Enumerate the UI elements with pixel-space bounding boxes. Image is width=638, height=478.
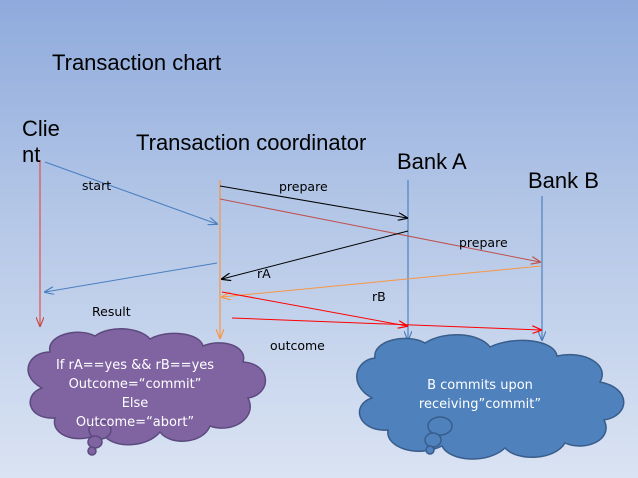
prepare-a-label: prepare: [279, 179, 328, 194]
rb-arrow: [222, 265, 542, 297]
rb-label: rB: [372, 289, 386, 304]
prepare-a-arrow: [219, 185, 407, 218]
logic-line-abort: Outcome=“abort”: [75, 415, 195, 430]
prepare-b-label: prepare: [459, 235, 508, 250]
coordinator-logic-cloud: [27, 328, 267, 456]
outcome-label: outcome: [270, 338, 325, 353]
bank-b-logic-line-1: B commits upon: [427, 378, 533, 393]
slide-title: Transaction chart: [52, 50, 222, 75]
logic-line-else: Else: [121, 396, 149, 411]
result-label: Result: [92, 304, 131, 319]
start-label: start: [82, 178, 112, 193]
bank-b-label: Bank B: [528, 168, 599, 193]
logic-line-commit: Outcome=“commit”: [68, 377, 202, 392]
outcome-b-arrow: [231, 317, 541, 330]
coordinator-logic-text: If rA==yes && rB==yes Outcome=“commit” E…: [50, 356, 220, 432]
outcome-a-arrow: [221, 291, 407, 326]
logic-line-condition: If rA==yes && rB==yes: [55, 358, 215, 373]
prepare-b-arrow: [219, 198, 540, 262]
coordinator-label: Transaction coordinator: [136, 130, 367, 155]
start-arrow: [44, 161, 217, 224]
bank-a-label: Bank A: [397, 149, 467, 174]
client-label-line-2: nt: [22, 142, 41, 167]
bank-b-logic-line-2: receiving”commit”: [418, 397, 542, 412]
result-arrow: [45, 262, 218, 292]
bank-b-logic-cloud: [356, 333, 625, 460]
bank-b-logic-text: B commits upon receiving”commit”: [395, 376, 565, 414]
client-label-line-1: Clie: [22, 116, 60, 141]
ra-arrow: [222, 230, 409, 279]
ra-label: rA: [257, 266, 271, 281]
